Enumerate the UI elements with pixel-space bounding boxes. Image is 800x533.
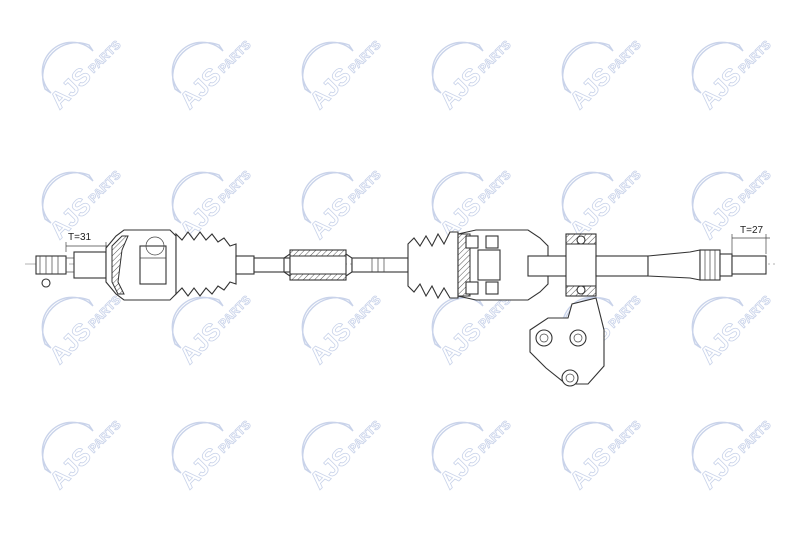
svg-text:PARTS: PARTS	[86, 168, 124, 206]
svg-text:PARTS: PARTS	[346, 168, 384, 206]
svg-text:PARTS: PARTS	[736, 293, 774, 331]
right-thread-label: T=27	[740, 225, 764, 236]
svg-text:PARTS: PARTS	[736, 168, 774, 206]
svg-text:PARTS: PARTS	[216, 168, 254, 206]
svg-text:PARTS: PARTS	[346, 38, 384, 76]
svg-text:PARTS: PARTS	[606, 418, 644, 456]
svg-text:PARTS: PARTS	[476, 38, 514, 76]
svg-text:PARTS: PARTS	[476, 168, 514, 206]
svg-text:PARTS: PARTS	[606, 293, 644, 331]
svg-text:PARTS: PARTS	[476, 418, 514, 456]
svg-text:PARTS: PARTS	[736, 38, 774, 76]
svg-text:PARTS: PARTS	[346, 293, 384, 331]
svg-text:PARTS: PARTS	[86, 293, 124, 331]
shaft-drawing	[25, 229, 775, 387]
svg-text:PARTS: PARTS	[606, 168, 644, 206]
left-thread-label: T=31	[68, 232, 92, 243]
svg-text:PARTS: PARTS	[606, 38, 644, 76]
svg-text:PARTS: PARTS	[86, 38, 124, 76]
svg-text:PARTS: PARTS	[736, 418, 774, 456]
svg-text:PARTS: PARTS	[216, 38, 254, 76]
svg-text:PARTS: PARTS	[346, 418, 384, 456]
svg-text:PARTS: PARTS	[86, 418, 124, 456]
svg-text:PARTS: PARTS	[216, 293, 254, 331]
svg-text:PARTS: PARTS	[216, 418, 254, 456]
